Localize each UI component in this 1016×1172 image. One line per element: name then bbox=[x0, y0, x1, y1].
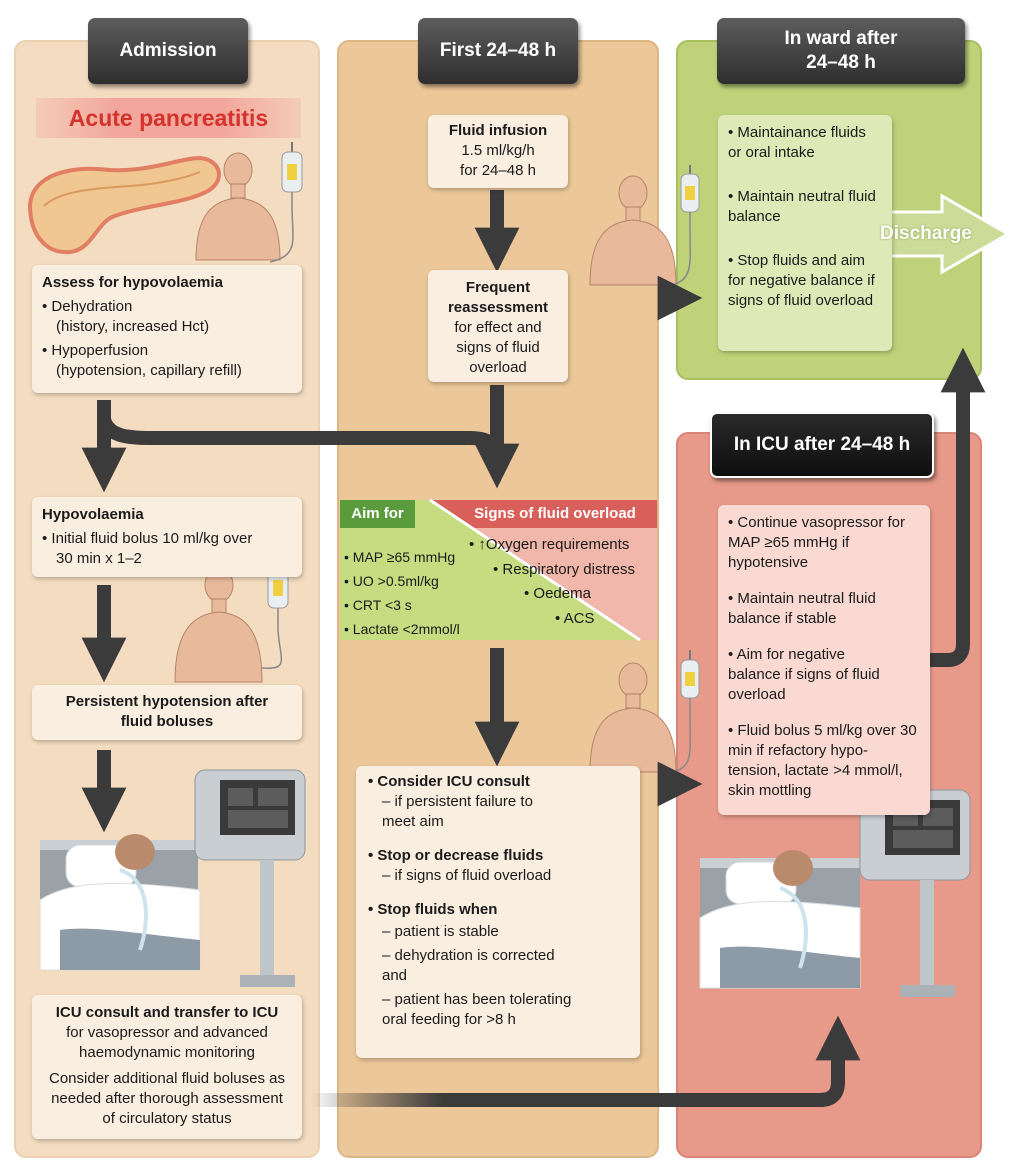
header-first-label: First 24–48 h bbox=[439, 40, 557, 61]
fluid-infusion-duration: for 24–48 h bbox=[460, 162, 536, 179]
ward-box: • Maintainance fluids or oral intake • M… bbox=[718, 115, 892, 351]
overload-item-respiratory: • Respiratory distress bbox=[493, 561, 635, 578]
hypovolaemia-line2: 30 min x 1–2 bbox=[56, 550, 142, 567]
ward-item-neutral-balance: • Maintain neutral fluid balance bbox=[728, 188, 876, 225]
persistent-hypotension-box: Persistent hypotension after fluid bolus… bbox=[32, 685, 302, 740]
icu-transfer-heading: ICU consult and transfer to ICU bbox=[55, 1004, 279, 1021]
header-icu-label: In ICU after 24–48 h bbox=[733, 434, 911, 455]
action-stop-when-sub3: – patient has been tolerating oral feedi… bbox=[382, 991, 572, 1028]
action-stop-when-sub2: – dehydration is corrected and bbox=[382, 947, 555, 984]
action-stop-decrease-sub: – if signs of fluid overload bbox=[382, 867, 552, 884]
fluid-infusion-rate: 1.5 ml/kg/h bbox=[461, 142, 535, 159]
ward-item-stop-fluids: • Stop fluids and aim for negative balan… bbox=[728, 252, 875, 309]
overload-item-acs: • ACS bbox=[555, 610, 595, 627]
assess-heading: Assess for hypovolaemia bbox=[42, 274, 223, 291]
header-icu: In ICU after 24–48 h bbox=[710, 412, 934, 478]
frequent-reassessment-box: Frequent reassessment for effect and sig… bbox=[428, 270, 568, 382]
aim-item-uo: • UO >0.5ml/kg bbox=[344, 573, 439, 589]
action-stop-decrease: • Stop or decrease fluids bbox=[368, 847, 544, 864]
aim-item-map: • MAP ≥65 mmHg bbox=[344, 549, 456, 565]
header-admission: Admission bbox=[88, 18, 248, 84]
header-ward-label-line1: In ward after bbox=[784, 28, 898, 49]
aim-for-label: Aim for bbox=[351, 505, 404, 522]
admission-column bbox=[14, 40, 320, 1158]
aim-item-lactate: • Lactate <2mmol/l bbox=[344, 621, 460, 637]
reassessment-heading-line2: reassessment bbox=[447, 299, 549, 316]
reassessment-heading-line1: Frequent bbox=[465, 279, 531, 296]
reassessment-line1: for effect and bbox=[454, 319, 542, 336]
icu-box: • Continue vasopressor for MAP ≥65 mmHg … bbox=[718, 505, 930, 815]
icu-transfer-line1: for vasopressor and advanced haemodynami… bbox=[66, 1024, 268, 1061]
signs-overload-label: Signs of fluid overload bbox=[474, 505, 636, 522]
assess-hypoperfusion-detail: (hypotension, capillary refill) bbox=[56, 362, 242, 379]
discharge-label: Discharge bbox=[880, 223, 972, 244]
reassessment-line2: signs of fluid bbox=[456, 339, 540, 356]
icu-transfer-line2: Consider additional fluid boluses as nee… bbox=[49, 1070, 285, 1127]
aim-item-crt: • CRT <3 s bbox=[344, 597, 412, 613]
ward-item-maintenance: • Maintainance fluids or oral intake bbox=[728, 124, 866, 161]
assess-dehydration-detail: (history, increased Hct) bbox=[56, 318, 210, 335]
header-ward: In ward after 24–48 h bbox=[717, 18, 965, 84]
fluid-infusion-box: Fluid infusion 1.5 ml/kg/h for 24–48 h bbox=[428, 115, 568, 188]
icu-item-vasopressor: • Continue vasopressor for MAP ≥65 mmHg … bbox=[728, 514, 906, 571]
hypovolaemia-box: Hypovolaemia • Initial fluid bolus 10 ml… bbox=[32, 497, 302, 577]
overload-item-oedema: • Oedema bbox=[524, 585, 591, 602]
action-consider-icu: • Consider ICU consult bbox=[368, 773, 530, 790]
hypovolaemia-line1: • Initial fluid bolus 10 ml/kg over bbox=[42, 530, 253, 547]
assess-bullet-dehydration: • Dehydration bbox=[42, 298, 133, 315]
header-ward-label-line2: 24–48 h bbox=[806, 52, 876, 73]
header-first-24-48h: First 24–48 h bbox=[418, 18, 578, 84]
overload-item-oxygen: • ↑Oxygen requirements bbox=[469, 536, 630, 553]
icu-item-fluid-bolus: • Fluid bolus 5 ml/kg over 30 min if ref… bbox=[728, 722, 917, 799]
assess-bullet-hypoperfusion: • Hypoperfusion bbox=[42, 342, 149, 359]
page-title: Acute pancreatitis bbox=[36, 98, 301, 138]
icu-item-neutral-balance: • Maintain neutral fluid balance if stab… bbox=[728, 590, 876, 627]
reassessment-line3: overload bbox=[469, 359, 527, 376]
hypovolaemia-heading: Hypovolaemia bbox=[42, 506, 144, 523]
action-consider-icu-sub: – if persistent failure to meet aim bbox=[382, 793, 533, 830]
actions-box: • Consider ICU consult – if persistent f… bbox=[356, 766, 640, 1058]
action-stop-when-sub1: – patient is stable bbox=[382, 923, 499, 940]
icu-item-negative-balance: • Aim for negative balance if signs of f… bbox=[728, 646, 880, 703]
icu-transfer-box: ICU consult and transfer to ICU for vaso… bbox=[32, 995, 302, 1139]
action-stop-when: • Stop fluids when bbox=[368, 901, 498, 918]
assess-hypovolaemia-box: Assess for hypovolaemia • Dehydration (h… bbox=[32, 265, 302, 393]
header-admission-label: Admission bbox=[119, 40, 217, 61]
fluid-infusion-heading: Fluid infusion bbox=[448, 122, 548, 139]
